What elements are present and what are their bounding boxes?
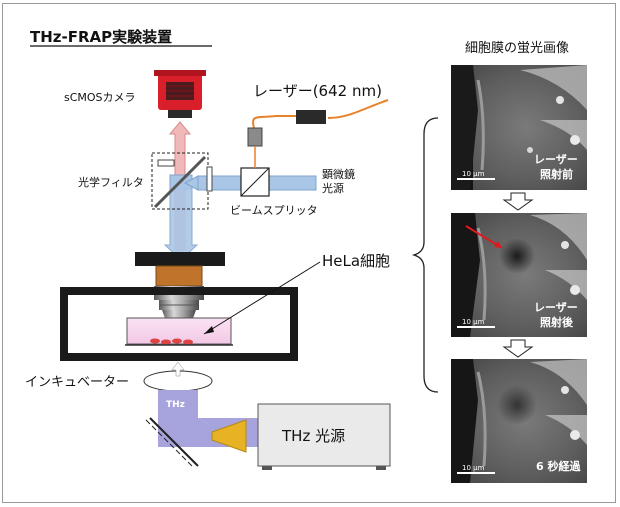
- images-header: 細胞膜の蛍光画像: [465, 41, 569, 56]
- optical-filter-box: [151, 152, 209, 210]
- incubator-box: [60, 287, 298, 361]
- thz-up-arrow: [171, 361, 185, 377]
- down-arrow-icon-1: [502, 192, 534, 211]
- panel-2-caption-1: レーザー: [534, 301, 578, 314]
- microscope-stage-plate: [135, 252, 225, 266]
- culture-dish: [125, 317, 233, 346]
- laser-module-icon: [296, 110, 326, 124]
- collimator-icon: [247, 127, 263, 147]
- filter-element-top: [157, 159, 175, 167]
- fluorescence-image-1: [451, 65, 587, 190]
- hela-pointer: [203, 261, 321, 335]
- diagram-title: THz-FRAP実験装置: [30, 28, 172, 46]
- panel-1-caption-1: レーザー: [534, 153, 578, 166]
- laser-label: レーザー(642 nm): [253, 82, 382, 100]
- optical-filter-label: 光学フィルタ: [78, 175, 144, 189]
- panel-3-caption-1: 6 秒経過: [536, 459, 581, 473]
- dichroic-mirror: [153, 155, 207, 209]
- beam-splitter-label: ビームスプリッタ: [230, 204, 318, 217]
- group-brace: [411, 117, 439, 393]
- panel-1-scale: 10 μm: [462, 170, 485, 178]
- beam-splitter-icon: [240, 167, 270, 197]
- thz-beam-label: THz: [166, 400, 185, 410]
- microscope-source-label-1: 顕微鏡: [322, 167, 355, 181]
- camera-icon: [154, 70, 206, 118]
- laser-fiber-tail: [327, 99, 389, 119]
- filter-element-side: [206, 166, 213, 192]
- thz-source-box: [257, 403, 391, 470]
- hela-label: HeLa細胞: [322, 252, 390, 270]
- laser-fiber: [252, 115, 296, 129]
- camera-label: sCMOSカメラ: [64, 91, 136, 104]
- thz-mirror-icon: [145, 417, 199, 467]
- panel-2-caption-2: 照射後: [540, 315, 574, 329]
- down-arrow-icon-2: [502, 339, 534, 358]
- panel-2-scale: 10 μm: [462, 318, 485, 326]
- hela-pointer-head: [204, 326, 214, 334]
- microscope-source-label-2: 光源: [322, 181, 344, 195]
- fluorescence-image-2: [451, 213, 587, 337]
- thz-source-label: THz 光源: [281, 427, 345, 445]
- fluorescence-image-3: [451, 359, 587, 483]
- incubator-label: インキュベーター: [25, 375, 129, 390]
- panel-1-caption-2: 照射前: [540, 167, 573, 181]
- panel-3-scale: 10 μm: [462, 464, 485, 472]
- thz-horn-icon: [211, 419, 247, 453]
